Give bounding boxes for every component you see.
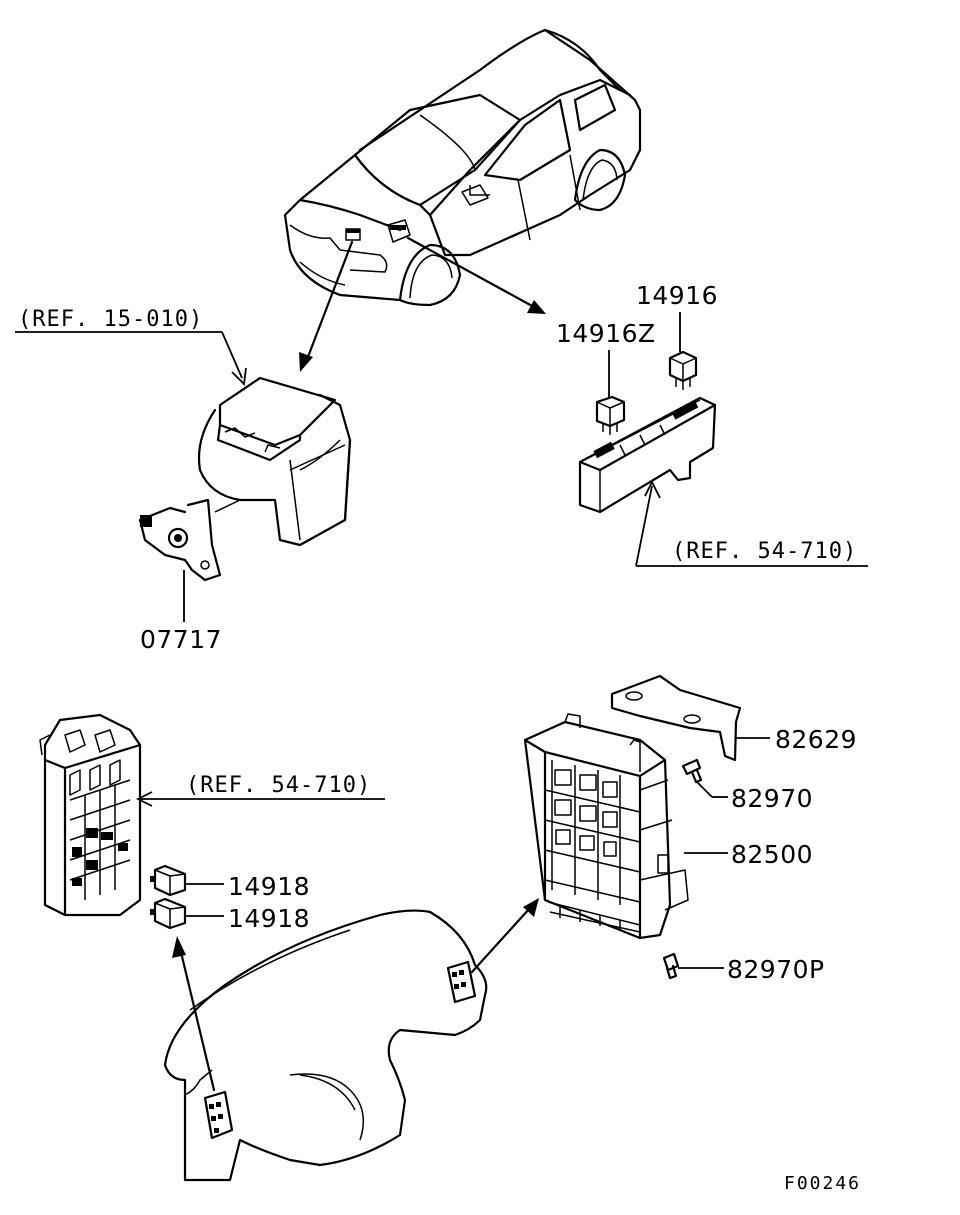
leader-82970 (696, 781, 728, 798)
arrow-vehicle-to-airbag (299, 240, 354, 372)
part-label-82970p[interactable]: 82970P (727, 955, 825, 984)
relay-14918-b (150, 897, 187, 930)
ecu-illustration (523, 674, 742, 980)
diagram-code: F00246 (784, 1173, 861, 1194)
junction-box-illustration (39, 713, 142, 917)
arrow-dash-to-relay (172, 936, 216, 1092)
part-label-14916[interactable]: 14916 (636, 281, 718, 310)
relay-box-ref-leader (635, 479, 868, 567)
part-label-14916z[interactable]: 14916Z (556, 319, 656, 348)
arrow-vehicle-to-relay (406, 236, 546, 314)
airbag-ref-leader (15, 331, 247, 386)
relay-box-illustration (578, 350, 717, 514)
airbag-ref-label: (REF. 15-010) (18, 307, 203, 332)
part-label-82500[interactable]: 82500 (731, 840, 813, 869)
part-label-82629[interactable]: 82629 (775, 725, 857, 754)
junction-box-ref-leader (135, 791, 385, 807)
airbag-module-illustration (138, 376, 352, 582)
part-label-07717[interactable]: 07717 (140, 625, 222, 654)
junction-box-ref-label: (REF. 54-710) (186, 773, 371, 798)
arrow-dash-to-ecu (470, 898, 539, 974)
part-label-14918-a[interactable]: 14918 (228, 872, 310, 901)
dashboard-illustration (163, 909, 488, 1182)
relay-box-ref-label: (REF. 54-710) (672, 539, 857, 564)
vehicle-illustration (283, 28, 642, 307)
relay-14918-a (150, 864, 187, 897)
part-label-82970[interactable]: 82970 (731, 784, 813, 813)
leader-14918 (185, 883, 224, 917)
part-label-14918-b[interactable]: 14918 (228, 904, 310, 933)
